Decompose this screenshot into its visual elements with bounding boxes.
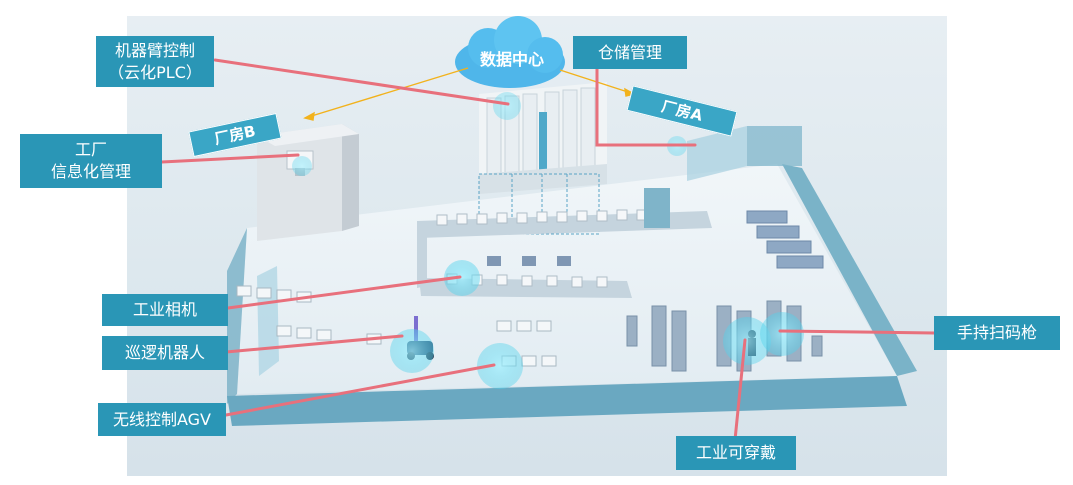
callout-warehouse-management: 仓储管理 [573,36,687,69]
callout-patrol-robot: 巡逻机器人 [102,336,228,370]
right-wall [782,164,917,376]
callout-factory-info-management: 工厂 信息化管理 [20,134,162,188]
conveyor-line [417,188,712,298]
leader-lines [160,58,936,442]
front-wall [227,376,907,426]
callout-factory-line-2: 信息化管理 [50,162,131,181]
callout-robot-arm-control: 机器臂控制 （云化PLC） [96,36,214,87]
callout-wireless-agv: 无线控制AGV [98,403,226,436]
data-center-label: 数据中心 [479,50,544,69]
callout-industrial-camera: 工业相机 [102,294,228,326]
factory-scene [127,16,947,476]
building-b [257,124,342,241]
callout-handheld-scanner: 手持扫码枪 [934,316,1060,350]
cloud-shape [455,16,565,88]
callout-factory-line-1: 工厂 [74,140,107,159]
callout-industrial-wearable: 工业可穿戴 [676,436,796,470]
wireless-halos [292,92,804,389]
callout-robot-arm-line-2: （云化PLC） [108,62,202,82]
storage-shelves [746,210,824,269]
callout-robot-arm-line-1: 机器臂控制 [114,40,195,60]
